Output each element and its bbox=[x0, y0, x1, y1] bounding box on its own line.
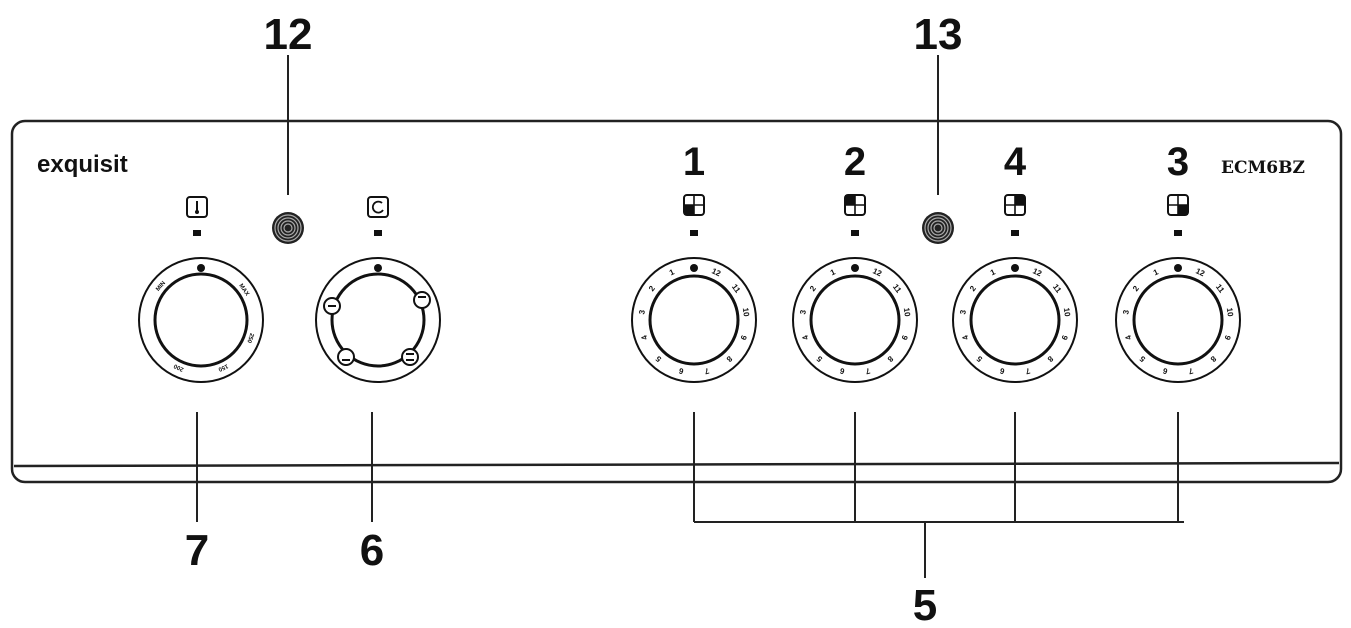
model-label: ECM6BZ bbox=[1221, 158, 1305, 178]
dial-scale-number: 1 bbox=[829, 267, 837, 277]
dial-scale-number: 12 bbox=[871, 266, 883, 278]
lamp-icon bbox=[271, 211, 305, 245]
indicator-lamp-13 bbox=[921, 211, 955, 245]
position-marker bbox=[851, 230, 859, 236]
dial-scale-number: 12 bbox=[1031, 266, 1043, 278]
dial-scale-number: 3 bbox=[958, 309, 968, 315]
dial-scale-number: 5 bbox=[1138, 354, 1148, 364]
dial-scale-number: 2 bbox=[1131, 284, 1141, 293]
dial-scale-number: 3 bbox=[1121, 309, 1131, 315]
hotplate-rear-left-icon bbox=[844, 194, 866, 216]
dial-scale-number: 6 bbox=[998, 366, 1005, 376]
dial-scale-number: 5 bbox=[654, 354, 664, 364]
hotplate-number: 3 bbox=[1167, 140, 1189, 184]
dial-scale-number: 4 bbox=[1123, 333, 1133, 341]
hotplate-number: 1 bbox=[683, 140, 705, 184]
knob-pointer-dot bbox=[1011, 264, 1019, 272]
function-knob[interactable] bbox=[315, 257, 441, 383]
dial-scale-number: 10 bbox=[1225, 307, 1235, 318]
dial-scale-number: 12 bbox=[710, 266, 722, 278]
callout-6: 6 bbox=[360, 526, 384, 575]
knob-pointer-dot bbox=[197, 264, 205, 272]
indicator-lamp-12 bbox=[271, 211, 305, 245]
function-mode-icon bbox=[401, 348, 419, 366]
callout-13: 13 bbox=[914, 10, 963, 59]
dial-scale-number: 7 bbox=[703, 366, 710, 376]
dial-scale-number: 2 bbox=[808, 284, 818, 293]
dial-scale-number: 8 bbox=[885, 354, 895, 364]
function-mode-icon bbox=[413, 291, 431, 309]
temperature-dial-label: 200 bbox=[173, 362, 185, 372]
dial-scale-number: 2 bbox=[647, 284, 657, 293]
hotplate-front-right-icon bbox=[1167, 194, 1189, 216]
dial-scale-number: 2 bbox=[968, 284, 978, 293]
knob-pointer-dot bbox=[851, 264, 859, 272]
dial-scale-number: 1 bbox=[989, 267, 997, 277]
dial-scale-number: 1 bbox=[668, 267, 676, 277]
thermometer-icon bbox=[186, 196, 208, 218]
knob-pointer-dot bbox=[374, 264, 382, 272]
dial-scale-number: 4 bbox=[800, 333, 810, 341]
dial-scale-number: 6 bbox=[1161, 366, 1168, 376]
hotplate-number: 4 bbox=[1004, 140, 1027, 184]
oven-function-icon bbox=[367, 196, 389, 218]
position-marker bbox=[193, 230, 201, 236]
temperature-dial-label: 150 bbox=[217, 362, 229, 372]
dial-scale-number: 8 bbox=[724, 354, 734, 364]
dial-scale-number: 10 bbox=[902, 307, 912, 318]
dial-scale-number: 5 bbox=[975, 354, 985, 364]
knob-pointer-dot bbox=[1174, 264, 1182, 272]
temperature-dial-label: MIN bbox=[155, 280, 167, 292]
panel-lower-edge bbox=[13, 461, 1340, 468]
hotplate-rear-right-icon bbox=[1004, 194, 1026, 216]
dial-scale-number: 9 bbox=[899, 334, 909, 342]
knob-pointer-dot bbox=[690, 264, 698, 272]
dial-scale-number: 10 bbox=[1062, 307, 1072, 318]
dial-scale-number: 3 bbox=[637, 309, 647, 315]
hotplate-number: 2 bbox=[844, 140, 866, 184]
dial-scale-number: 9 bbox=[738, 334, 748, 342]
dial-scale-number: 4 bbox=[960, 333, 970, 341]
position-marker bbox=[690, 230, 698, 236]
dial-scale-number: 3 bbox=[798, 309, 808, 315]
callout-5: 5 bbox=[913, 581, 937, 628]
dial-scale-number: 9 bbox=[1059, 334, 1069, 342]
dial-scale-number: 1 bbox=[1152, 267, 1160, 277]
dial-scale-number: 7 bbox=[864, 366, 871, 376]
brand-logo: exquisit bbox=[37, 151, 128, 178]
dial-scale-number: 4 bbox=[639, 333, 649, 341]
position-marker bbox=[1174, 230, 1182, 236]
position-marker bbox=[374, 230, 382, 236]
dial-scale-number: 6 bbox=[677, 366, 684, 376]
lamp-icon bbox=[921, 211, 955, 245]
callout-7: 7 bbox=[185, 526, 209, 575]
dial-scale-number: 9 bbox=[1222, 334, 1232, 342]
position-marker bbox=[1011, 230, 1019, 236]
dial-scale-number: 12 bbox=[1194, 266, 1206, 278]
function-mode-icon bbox=[323, 297, 341, 315]
dial-scale-number: 10 bbox=[741, 307, 751, 318]
temperature-dial-label: 250 bbox=[245, 332, 254, 344]
callout-12: 12 bbox=[264, 10, 313, 59]
dial-scale-number: 6 bbox=[838, 366, 845, 376]
dial-scale-number: 8 bbox=[1045, 354, 1055, 364]
dial-scale-number: 7 bbox=[1187, 366, 1194, 376]
dial-scale-number: 5 bbox=[815, 354, 825, 364]
hotplate-front-left-icon bbox=[683, 194, 705, 216]
function-mode-icon bbox=[337, 348, 355, 366]
dial-scale-number: 7 bbox=[1024, 366, 1031, 376]
dial-scale-number: 8 bbox=[1208, 354, 1218, 364]
